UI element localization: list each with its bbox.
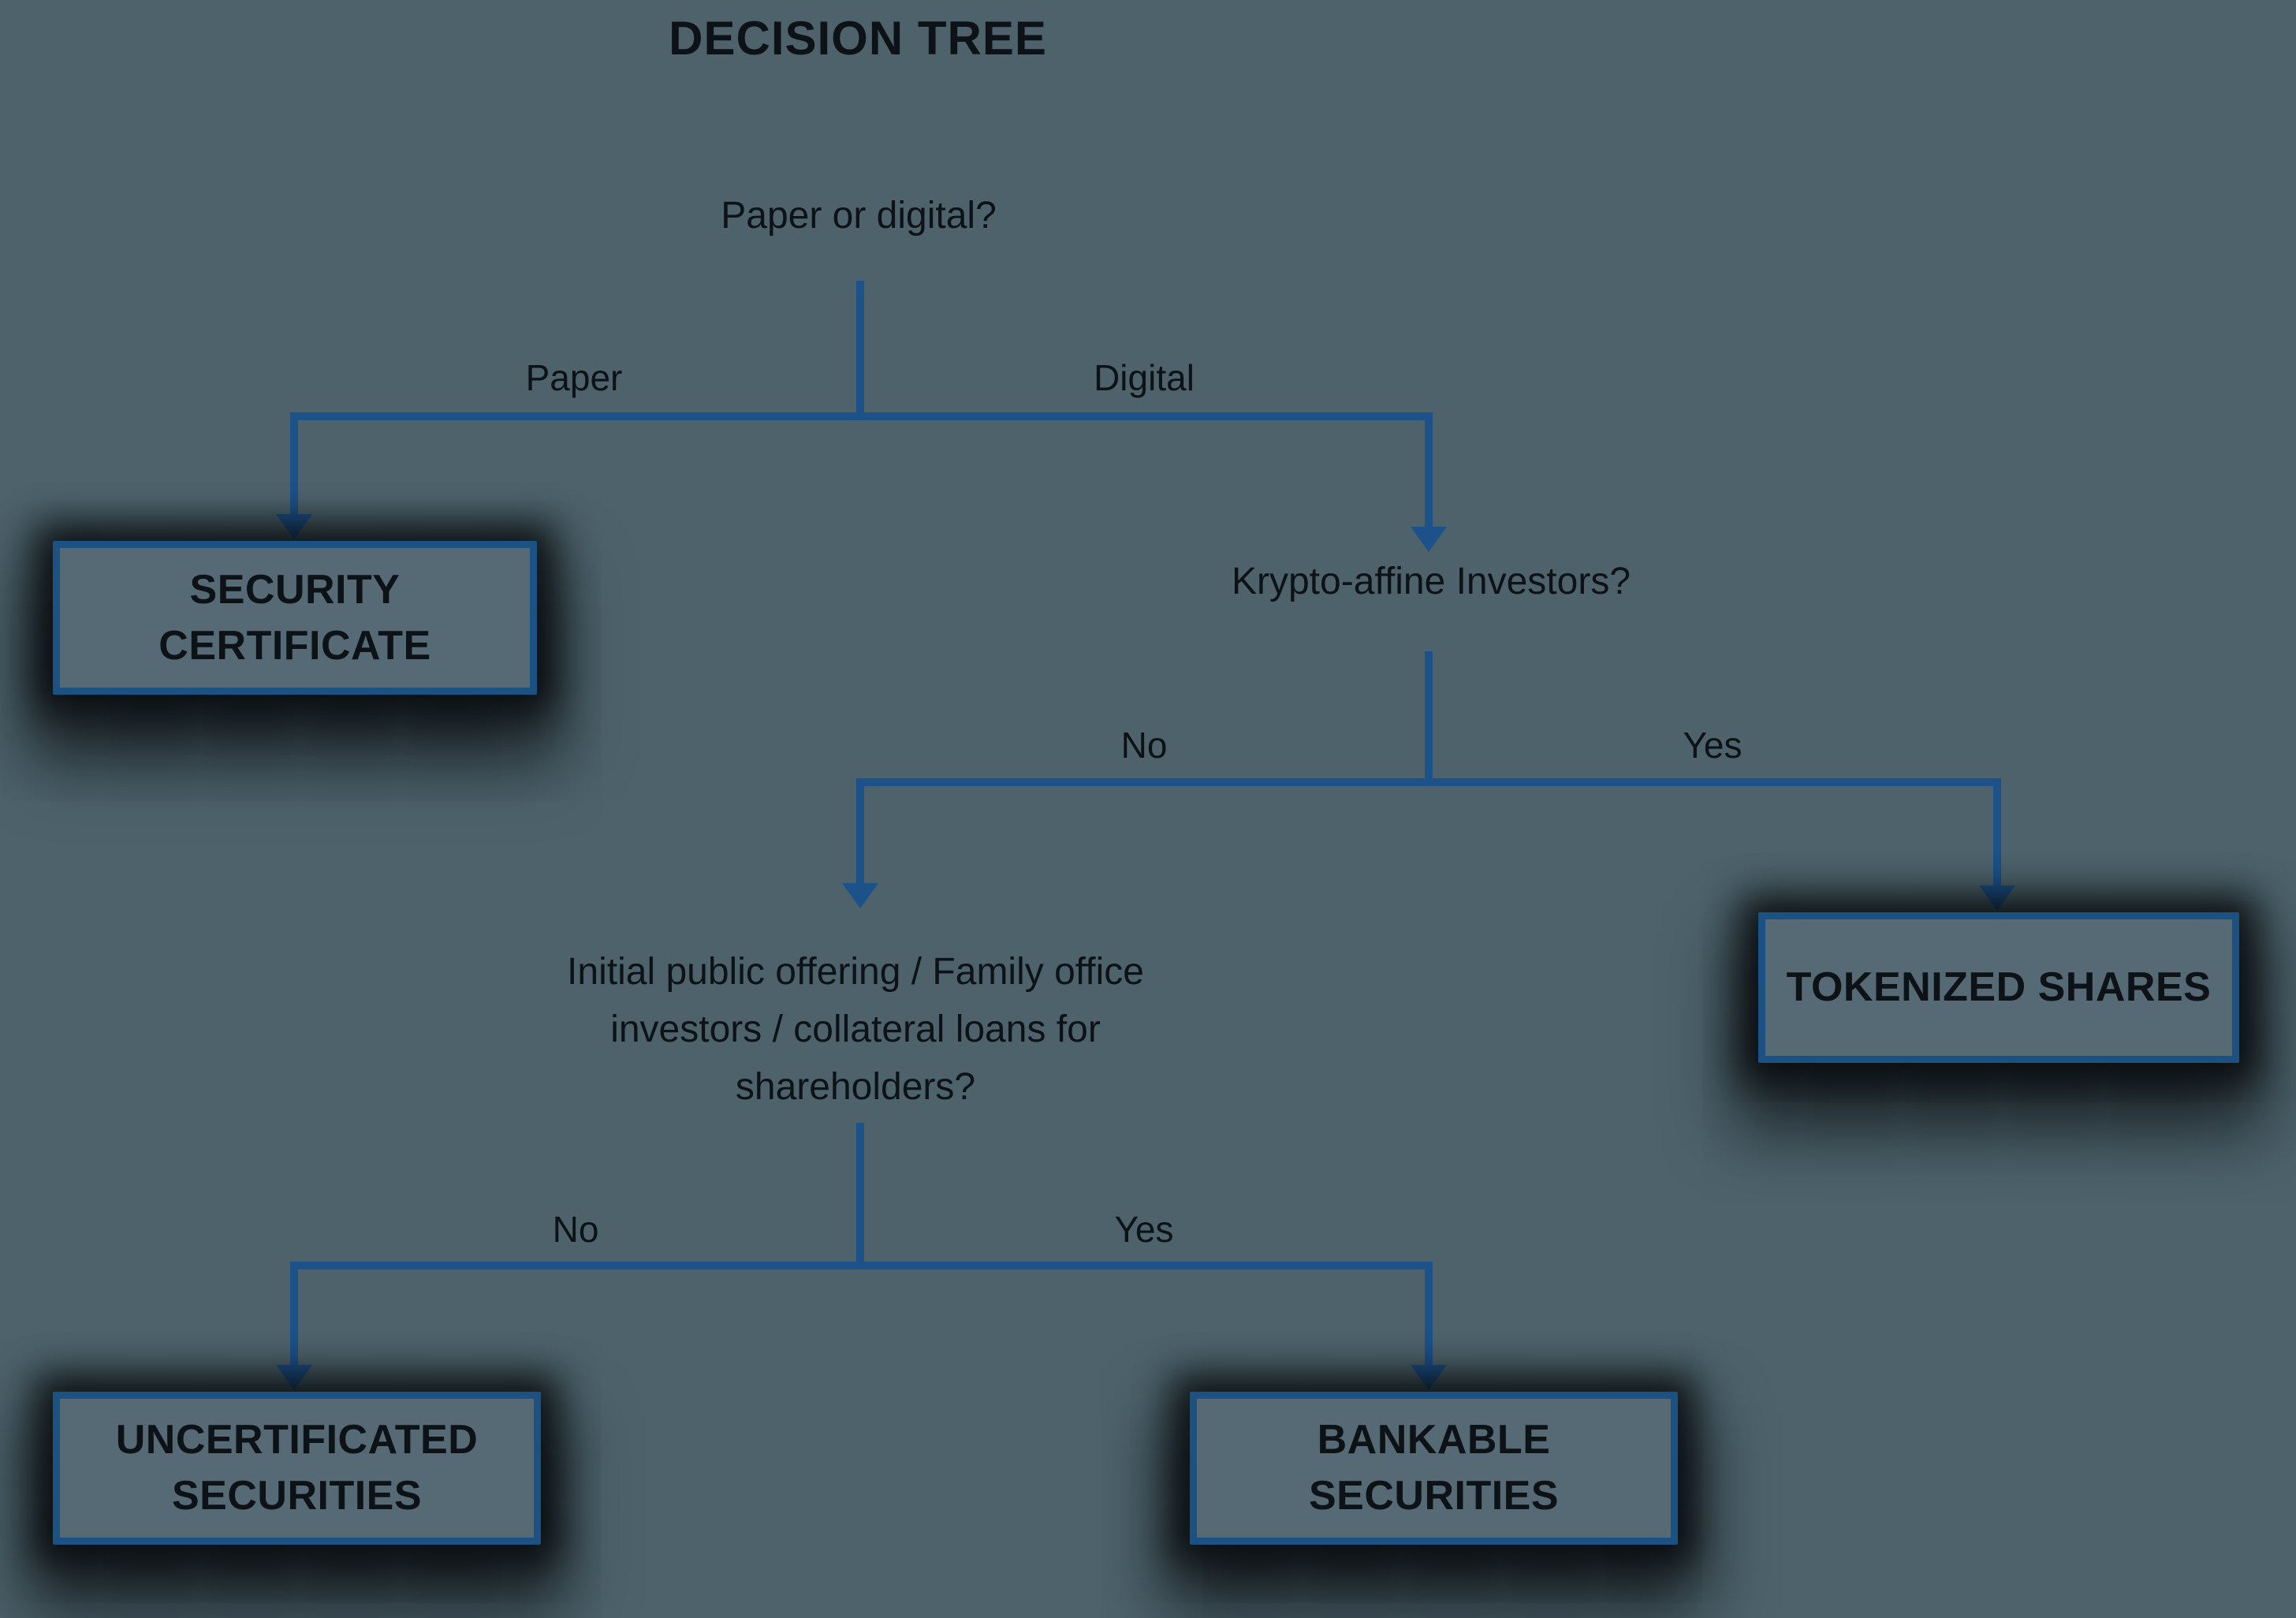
arrowhead-ipo-question-icon xyxy=(842,883,878,908)
edge-branch-1 xyxy=(290,412,1433,420)
arrowhead-tokenized-shares-icon xyxy=(1979,885,2015,911)
question-paper-or-digital: Paper or digital? xyxy=(721,195,997,237)
question-krypto-affine: Krypto-affine Investors? xyxy=(1231,561,1631,602)
branch-label-paper: Paper xyxy=(525,357,623,398)
edge-digital-drop xyxy=(1425,412,1433,529)
box-uncertificated-securities: UNCERTIFICATED SECURITIES xyxy=(53,1392,541,1545)
edge-krypto-no-drop xyxy=(856,778,864,885)
edge-krypto-yes-drop xyxy=(1993,778,2001,887)
arrowhead-security-certificate-icon xyxy=(276,514,312,539)
edge-branch-2 xyxy=(856,778,2001,786)
box-security-certificate: SECURITY CERTIFICATE xyxy=(53,541,537,695)
branch-label-krypto-yes: Yes xyxy=(1683,725,1742,766)
edge-ipo-yes-drop xyxy=(1425,1262,1433,1366)
branch-label-krypto-no: No xyxy=(1120,725,1168,766)
edge-q3-stem xyxy=(856,1123,864,1266)
arrowhead-bankable-securities-icon xyxy=(1411,1365,1447,1390)
edge-paper-drop xyxy=(290,412,298,517)
edge-ipo-no-drop xyxy=(290,1262,298,1366)
edge-q1-stem xyxy=(856,281,864,416)
branch-label-ipo-yes: Yes xyxy=(1114,1209,1174,1250)
branch-label-ipo-no: No xyxy=(552,1209,599,1250)
arrowhead-uncertificated-securities-icon xyxy=(276,1365,312,1390)
arrowhead-krypto-question-icon xyxy=(1411,527,1447,552)
box-bankable-securities: BANKABLE SECURITIES xyxy=(1190,1392,1678,1545)
branch-label-digital: Digital xyxy=(1094,357,1195,398)
question-ipo: Initial public offering / Family office … xyxy=(567,951,1144,1108)
edge-branch-3 xyxy=(290,1262,1433,1269)
page-title: DECISION TREE xyxy=(669,12,1047,65)
edge-q2-stem xyxy=(1425,651,1433,782)
box-tokenized-shares: TOKENIZED SHARES xyxy=(1758,912,2239,1063)
